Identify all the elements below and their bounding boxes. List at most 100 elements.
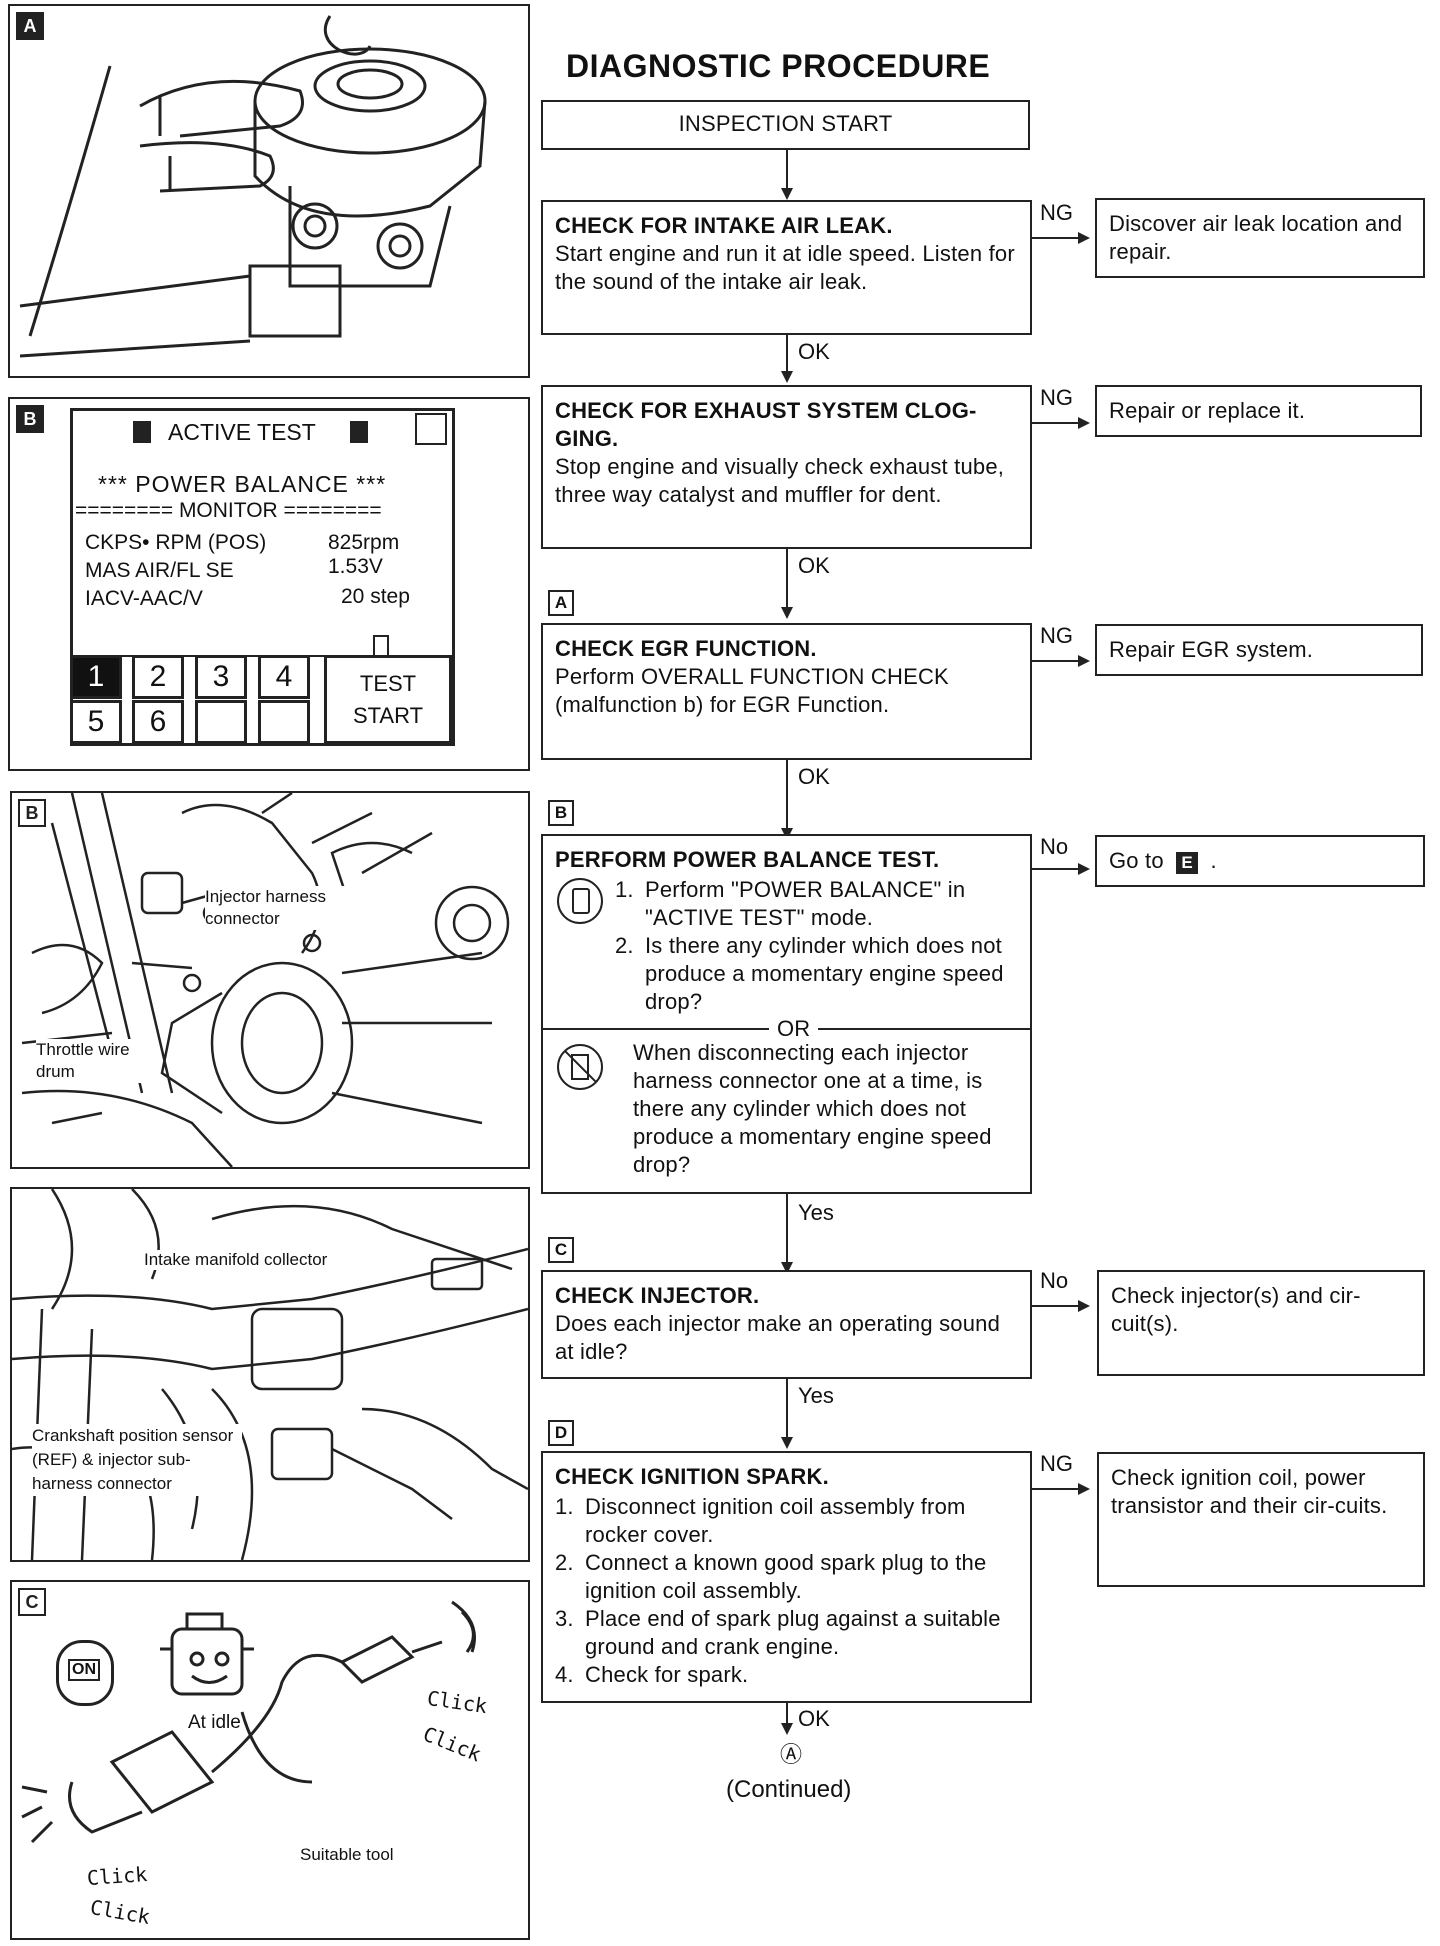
label-throttle-wire-drum: Throttle wire drum [36,1039,156,1083]
item-text: Place end of spark plug against a suitab… [585,1606,1001,1659]
figure-tag: C [18,1588,46,1616]
step-heading: CHECK EGR FUNCTION. [555,636,817,661]
ng-label: NG [1040,623,1073,648]
inspection-start-box: INSPECTION START [541,100,1030,150]
screen-header: ACTIVE TEST [168,419,316,445]
step-egr-function: CHECK EGR FUNCTION. Perform OVERALL FUNC… [541,623,1032,760]
arrow-down-icon [781,371,793,383]
label-intake-manifold-collector: Intake manifold collector [142,1250,330,1270]
flow-line [786,760,788,830]
ignition-on-label: ON [68,1659,100,1681]
alt-text: When disconnecting each injector harness… [633,1040,992,1177]
figure-tag: B [16,405,44,433]
no-label: No [1040,834,1069,859]
continuation-connector[interactable]: Ⓐ [780,1742,803,1767]
figure-tag: B [18,799,46,827]
flow-line [1032,660,1080,662]
flow-line [786,1194,788,1264]
yes-label: Yes [798,1383,834,1408]
screen-monitor: ======== MONITOR ======== [75,499,382,522]
flow-line [1032,868,1080,870]
flow-line [786,150,788,190]
list-item: 2.Is there any cylinder which does not p… [615,933,1004,1014]
ignition-items: 1.Disconnect ignition coil assembly from… [555,1493,1018,1689]
arrow-down-icon [781,188,793,200]
row-label: MAS AIR/FL SE [85,559,234,582]
ok-label: OK [798,339,830,364]
continued-label: (Continued) [726,1776,852,1803]
step-heading: CHECK FOR INTAKE AIR LEAK. [555,213,893,238]
remedy-ignition: Check ignition coil, power transistor an… [1097,1452,1425,1587]
test-label: TEST [359,671,417,696]
list-item: 1.Perform "POWER BALANCE" in "ACTIVE TES… [615,877,966,930]
label-injector-harness-connector: Injector harness connector [205,886,355,930]
cylinder-key-1[interactable]: 1 [70,655,122,699]
marker-icon [350,421,368,443]
ng-label: NG [1040,385,1073,410]
arrow-right-icon [1078,417,1090,429]
ng-label: NG [1040,200,1073,225]
click-label: Click [86,1861,148,1891]
flow-line [1032,1305,1080,1307]
row-label: IACV-AAC/V [85,587,203,610]
ng-label: NG [1040,1451,1073,1476]
cylinder-key-5[interactable]: 5 [70,700,122,744]
arrow-down-icon [781,607,793,619]
suitable-tool-label: Suitable tool [300,1845,394,1864]
arrow-right-icon [1078,1300,1090,1312]
blank-key[interactable] [258,700,310,744]
figure-c-injector-sound: C ON At idle Click Click Click Click Sui… [10,1580,530,1940]
step-injector-check: CHECK INJECTOR. Does each injector make … [541,1270,1032,1379]
item-text: Is there any cylinder which does not pro… [645,933,1004,1014]
cursor-icon [373,635,389,657]
egr-valve-illustration [19,15,487,358]
arrow-down-icon [781,1723,793,1735]
cylinder-key-6[interactable]: 6 [132,700,184,744]
cylinder-key-4[interactable]: 4 [258,655,310,699]
engine-bay-illustration [21,793,510,1167]
test-start-button[interactable]: TEST START [324,655,452,744]
power-balance-items: 1.Perform "POWER BALANCE" in "ACTIVE TES… [615,876,1015,1016]
goto-end: . [1210,848,1217,873]
cylinder-key-2[interactable]: 2 [132,655,184,699]
step-exhaust-clogging: CHECK FOR EXHAUST SYSTEM CLOG-GING. Stop… [541,385,1032,549]
arrow-right-icon [1078,863,1090,875]
cylinder-key-3[interactable]: 3 [195,655,247,699]
step-intake-air-leak: CHECK FOR INTAKE AIR LEAK. Start engine … [541,200,1032,335]
remedy-air-leak: Discover air leak location and repair. [1095,198,1425,278]
screen-mode: *** POWER BALANCE *** [98,471,387,497]
step-ignition-spark: CHECK IGNITION SPARK. 1.Disconnect ignit… [541,1451,1032,1703]
flow-line [786,1703,788,1725]
step-heading: CHECK IGNITION SPARK. [555,1464,829,1489]
ok-label: OK [798,764,830,789]
step-tag: A [548,590,574,616]
checkbox-icon [415,413,447,445]
list-item: 1.Disconnect ignition coil assembly from… [555,1494,966,1547]
flow-line [1032,237,1080,239]
step-body: Start engine and run it at idle speed. L… [555,241,1015,294]
flow-line [786,335,788,373]
figure-b-engine-bay: B Injector harness connector Throttle wi… [10,791,530,1169]
intake-manifold-illustration [12,1189,528,1560]
blank-key[interactable] [195,700,247,744]
or-label: OR [769,1015,819,1043]
step-tag: B [548,800,574,826]
step-body: Perform OVERALL FUNCTION CHECK (malfunct… [555,664,949,717]
arrow-right-icon [1078,655,1090,667]
flow-line [786,1379,788,1439]
row-label: CKPS• RPM (POS) [85,531,267,554]
figure-tag: A [16,12,44,40]
goto-e-box: Go to E . [1095,835,1425,887]
arrow-right-icon [1078,1483,1090,1495]
row-value: 1.53V [328,555,383,578]
figure-engine-bay-2: Intake manifold collector Crankshaft pos… [10,1187,530,1562]
ignition-on-icon: ON [56,1640,114,1706]
figure-a-egr-valve: A [8,4,530,378]
goto-ref-e[interactable]: E [1176,852,1199,874]
row-value: 825rpm [328,531,400,554]
step-power-balance: PERFORM POWER BALANCE TEST. 1.Perform "P… [541,834,1032,1194]
step-heading: PERFORM POWER BALANCE TEST. [555,847,940,872]
goto-text: Go to [1109,848,1164,873]
start-label: START [352,703,424,728]
screen-row: CKPS• RPM (POS) [85,531,266,555]
